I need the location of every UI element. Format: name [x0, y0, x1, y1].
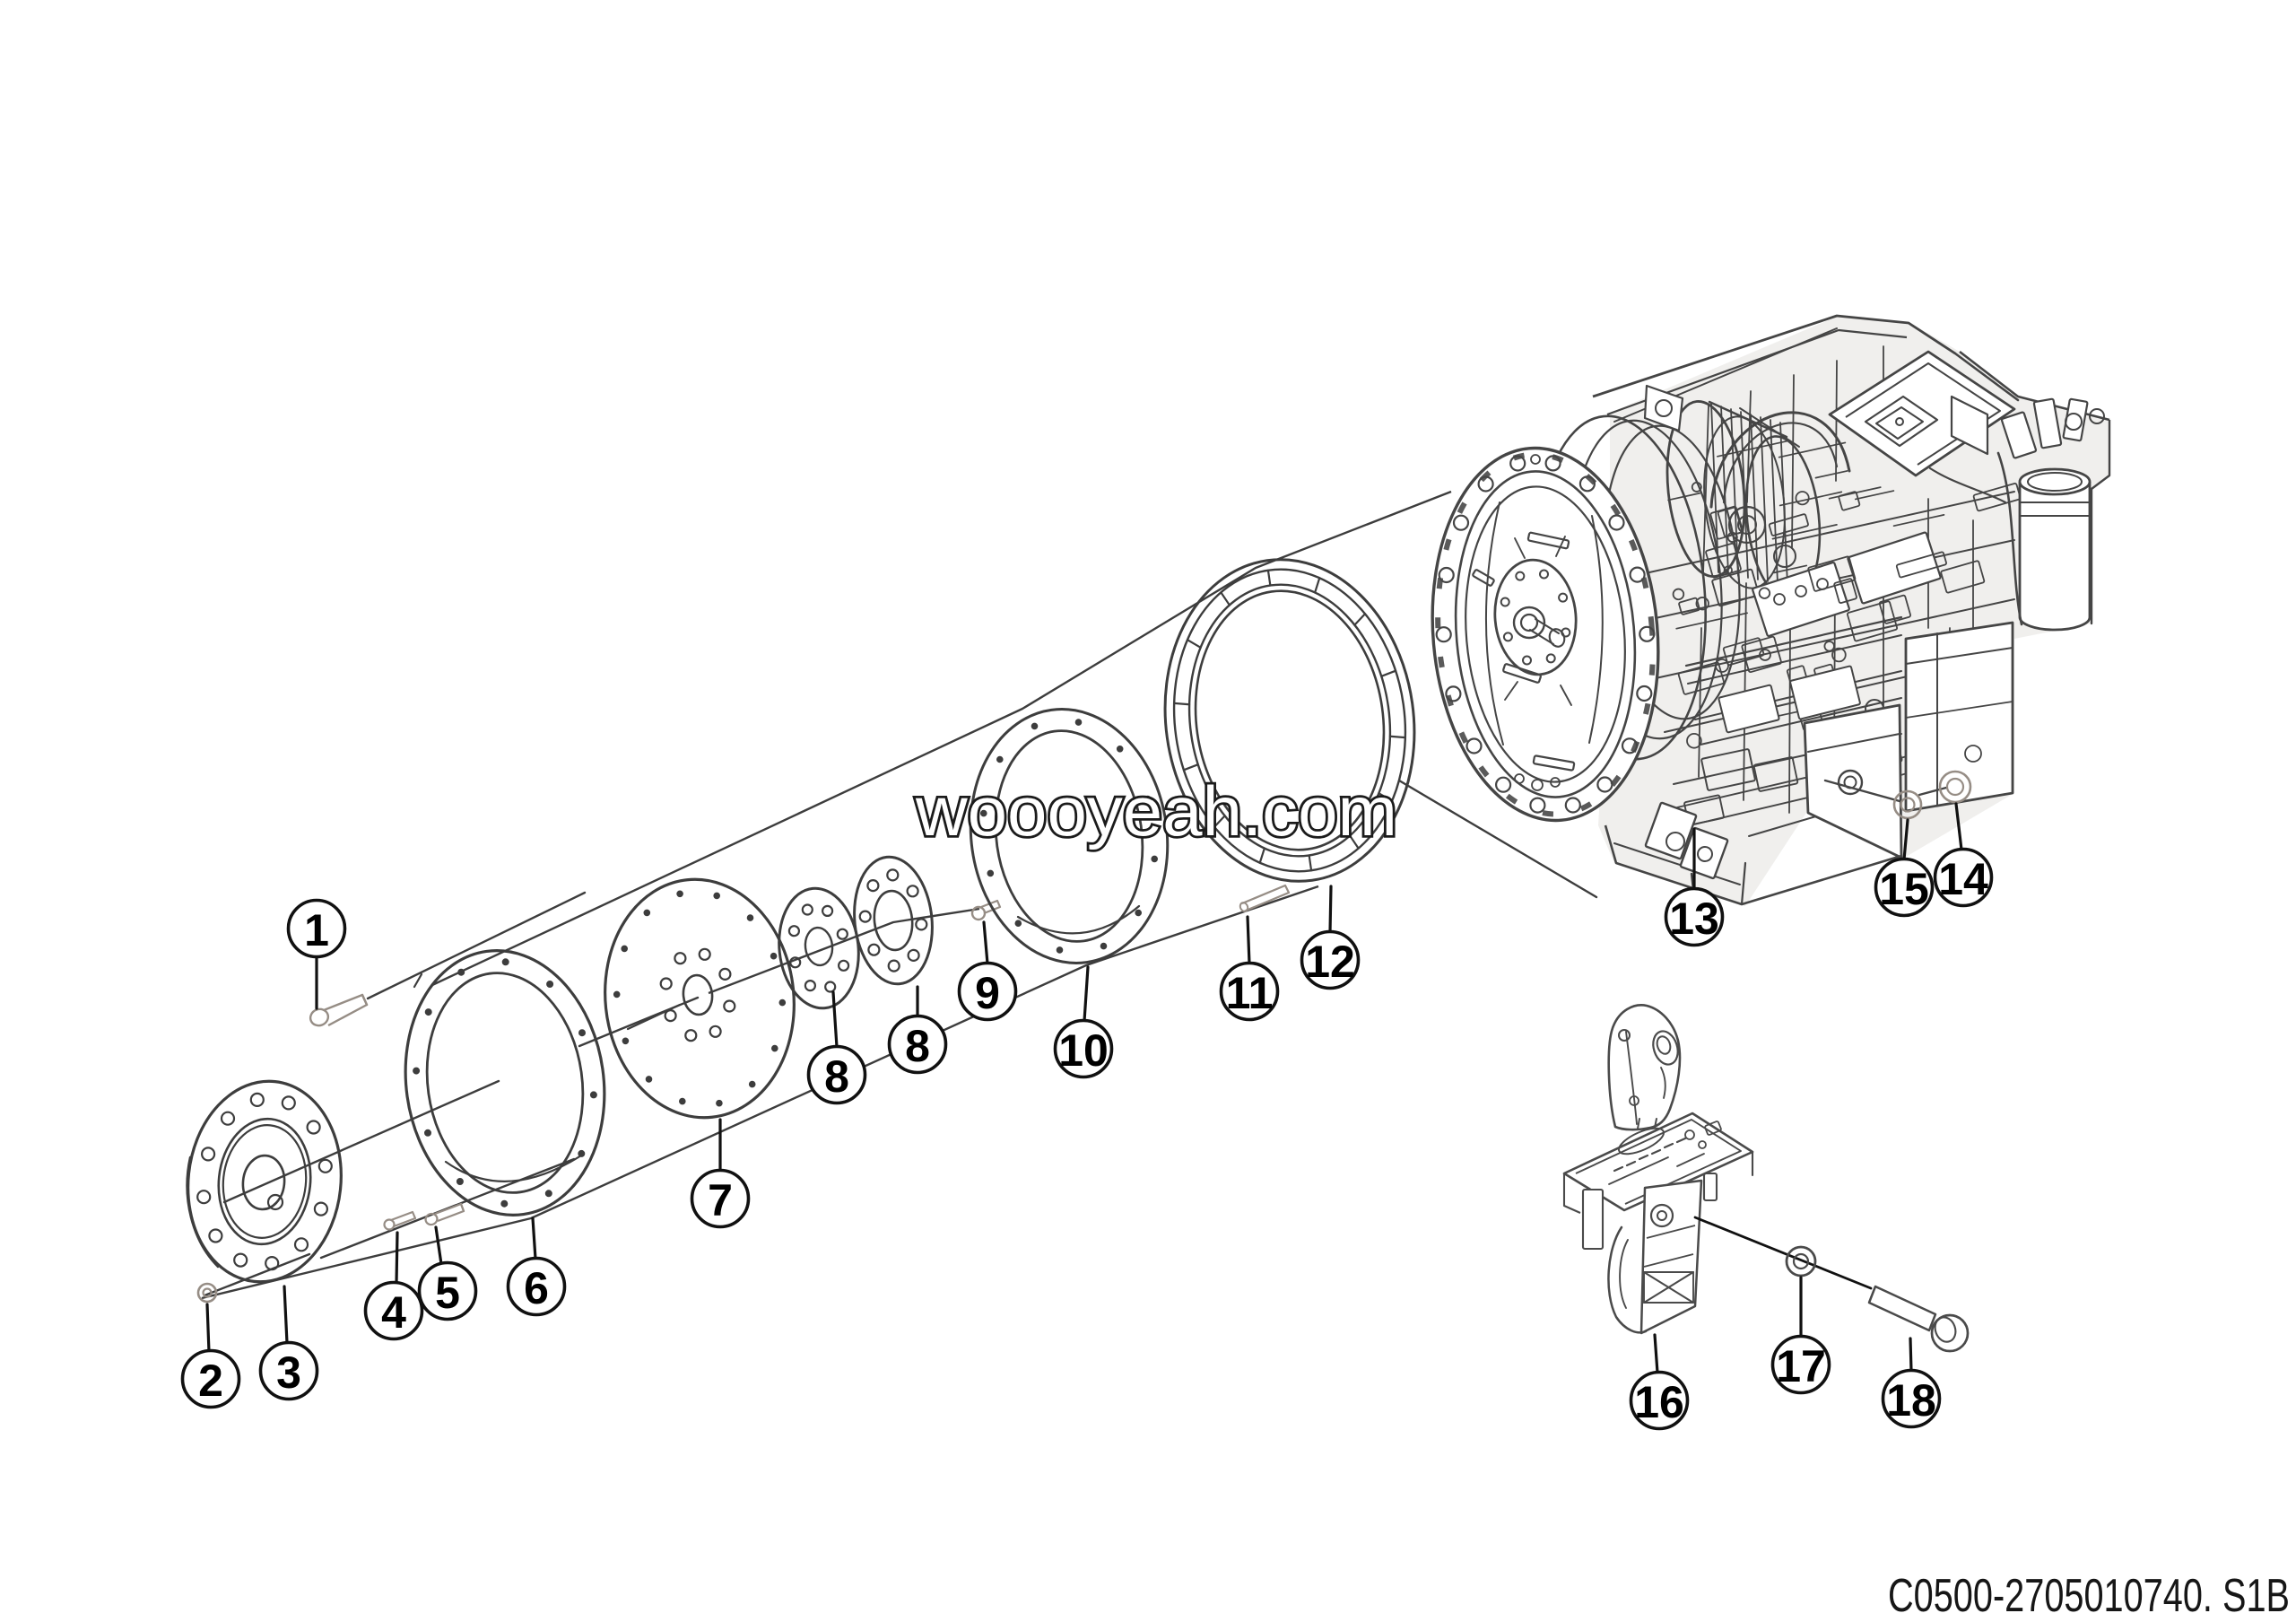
svg-text:11: 11: [1226, 968, 1274, 1018]
svg-text:13: 13: [1669, 894, 1719, 944]
svg-text:6: 6: [524, 1263, 549, 1313]
svg-text:1: 1: [304, 905, 329, 955]
svg-text:14: 14: [1938, 854, 1988, 904]
svg-text:16: 16: [1634, 1377, 1684, 1427]
svg-text:2: 2: [198, 1356, 223, 1406]
svg-text:17: 17: [1776, 1341, 1826, 1391]
svg-text:18: 18: [1886, 1375, 1936, 1426]
svg-text:8: 8: [905, 1021, 930, 1071]
svg-text:woooyeah.com: woooyeah.com: [915, 772, 1397, 850]
svg-text:9: 9: [975, 968, 1000, 1018]
svg-text:7: 7: [708, 1175, 733, 1225]
svg-text:4: 4: [381, 1287, 406, 1338]
svg-text:12: 12: [1305, 937, 1355, 987]
svg-text:15: 15: [1879, 864, 1929, 914]
svg-text:10: 10: [1058, 1025, 1109, 1076]
svg-text:C0500-2705010740. S1B: C0500-2705010740. S1B: [1888, 1570, 2290, 1622]
svg-text:5: 5: [435, 1268, 460, 1318]
svg-text:3: 3: [276, 1347, 301, 1398]
svg-text:8: 8: [824, 1051, 849, 1102]
